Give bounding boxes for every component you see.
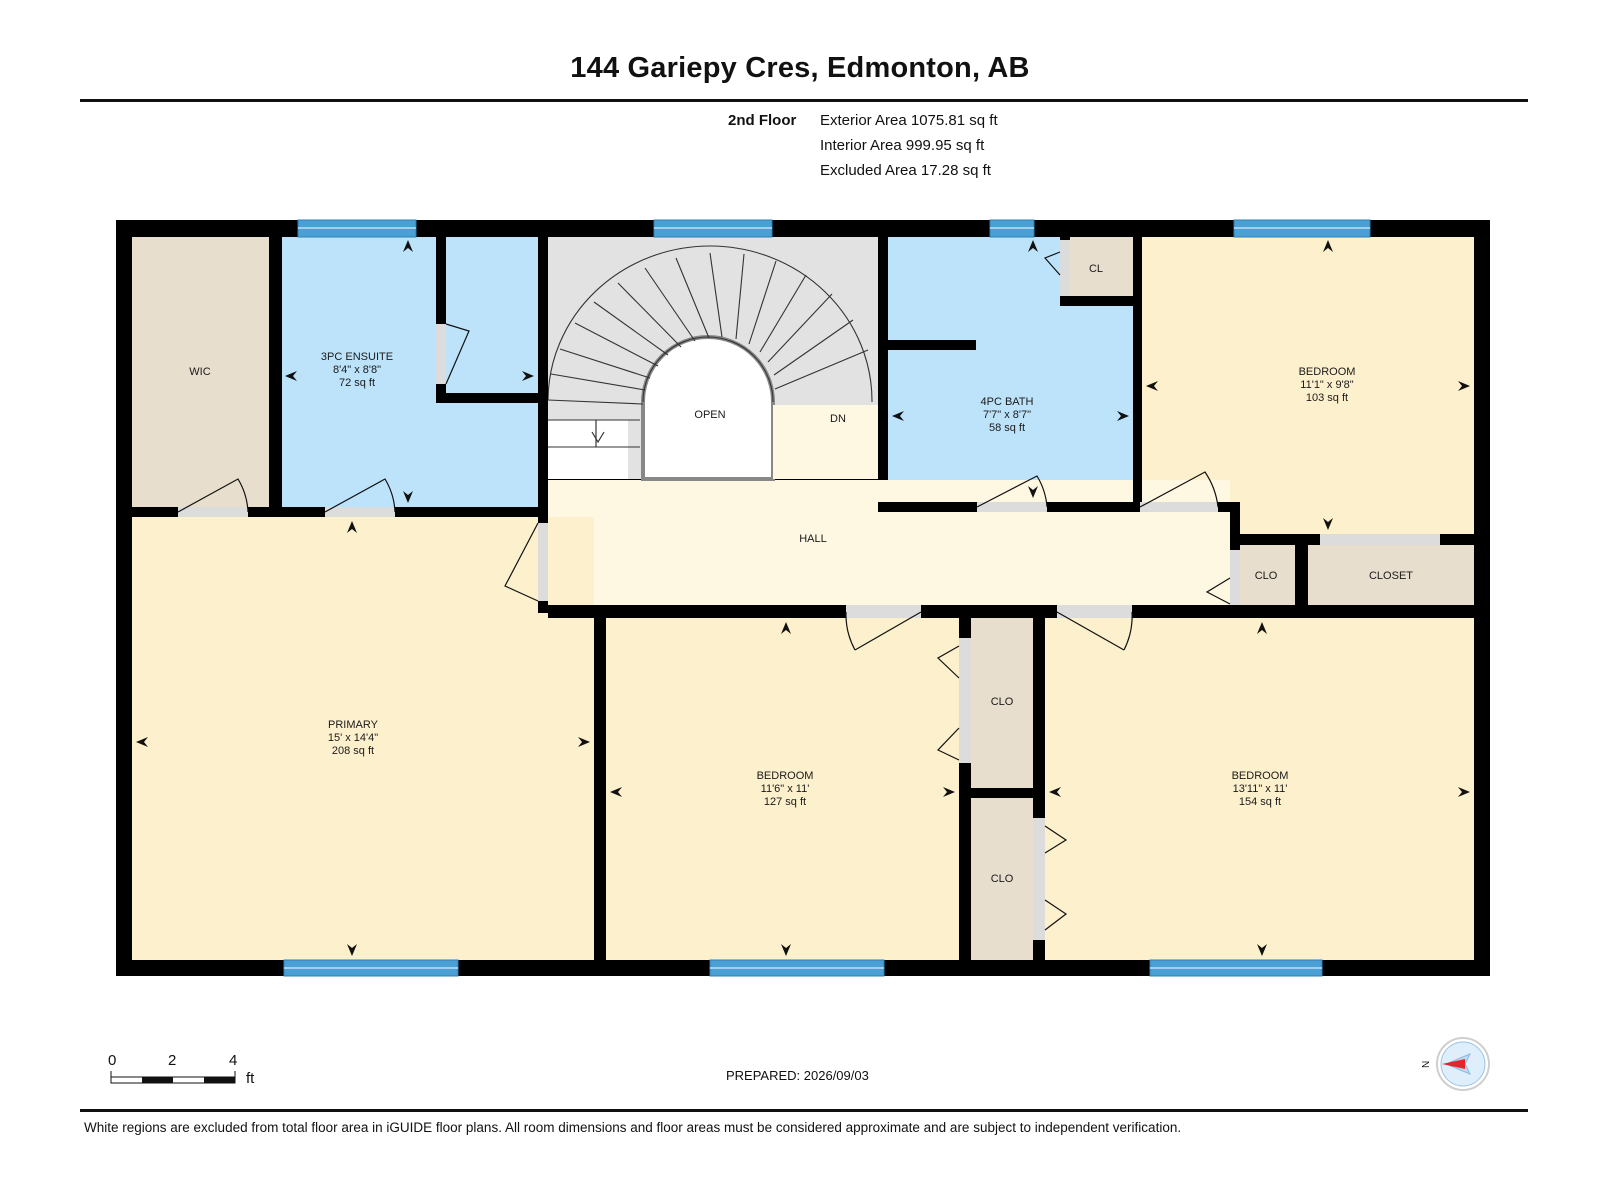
- label-bedroom-se: BEDROOM: [1232, 770, 1289, 782]
- stair-landing: [548, 420, 628, 479]
- scale-unit: ft: [246, 1070, 255, 1087]
- area-bedroom-ne: 103 sq ft: [1306, 392, 1348, 404]
- scale-tick-2: 2: [168, 1052, 177, 1069]
- label-wic: WIC: [189, 366, 210, 378]
- footer-divider: [80, 1109, 1528, 1112]
- compass-label: N: [1421, 1061, 1432, 1068]
- open-to-below: [641, 335, 775, 481]
- label-bedroom-mid: BEDROOM: [757, 770, 814, 782]
- room-hall: [548, 480, 1230, 605]
- spiral-stair: [547, 245, 873, 448]
- floor-label: 2nd Floor: [728, 112, 797, 129]
- interior-area: Interior Area 999.95 sq ft: [820, 137, 985, 154]
- interior-wall: [971, 788, 1033, 798]
- label-dn: DN: [830, 413, 846, 425]
- excluded-area: Excluded Area 17.28 sq ft: [820, 162, 991, 179]
- interior-wall: [1060, 296, 1133, 306]
- window-panes: [284, 227, 1370, 969]
- scale-tick-4: 4: [229, 1052, 238, 1069]
- label-closet: CLOSET: [1369, 570, 1413, 582]
- label-bath: 4PC BATH: [981, 396, 1034, 408]
- interior-wall: [1295, 545, 1308, 605]
- prepared-date: PREPARED: 2026/09/03: [726, 1068, 869, 1083]
- label-cl: CL: [1089, 263, 1103, 275]
- room-closet: [1308, 545, 1474, 605]
- label-clo-hall: CLO: [1255, 570, 1278, 582]
- label-primary: PRIMARY: [328, 719, 379, 731]
- header-divider: [80, 99, 1528, 102]
- scale-bar: [110, 1071, 236, 1084]
- label-hall: HALL: [799, 533, 827, 545]
- label-bedroom-ne: BEDROOM: [1299, 366, 1356, 378]
- area-bedroom-se: 154 sq ft: [1239, 796, 1281, 808]
- label-clo-lower: CLO: [991, 873, 1014, 885]
- interior-wall: [269, 237, 282, 507]
- dims-primary: 15' x 14'4": [328, 732, 378, 744]
- interior-wall: [436, 237, 446, 399]
- interior-wall: [594, 613, 606, 960]
- page-title: 144 Gariepy Cres, Edmonton, AB: [570, 52, 1030, 84]
- room-bedroom-se: [1045, 618, 1474, 960]
- dimension-arrows: [136, 240, 1470, 956]
- exterior-area: Exterior Area 1075.81 sq ft: [820, 112, 998, 129]
- door-swings: [177, 251, 1231, 931]
- dims-bath: 7'7" x 8'7": [983, 409, 1031, 421]
- dims-ensuite: 8'4" x 8'8": [333, 364, 381, 376]
- room-cl: [1070, 237, 1133, 296]
- compass: N: [1418, 1032, 1498, 1101]
- interior-wall: [878, 237, 888, 477]
- dims-bedroom-se: 13'11" x 11': [1233, 783, 1288, 795]
- scale-tick-0: 0: [108, 1052, 117, 1069]
- interior-wall: [548, 605, 1474, 618]
- label-clo-upper: CLO: [991, 696, 1014, 708]
- label-ensuite: 3PC ENSUITE: [321, 351, 393, 363]
- stair-down-arrow-icon: [591, 431, 605, 444]
- dims-bedroom-ne: 11'1" x 9'8": [1300, 379, 1353, 391]
- interior-wall: [1133, 237, 1142, 512]
- north-arrow-icon: N: [1421, 1037, 1490, 1091]
- door-thresholds: [178, 240, 1440, 940]
- interior-wall: [436, 393, 538, 403]
- room-clo-hall: [1240, 545, 1295, 605]
- interior-wall: [878, 340, 976, 350]
- area-bath: 58 sq ft: [989, 422, 1025, 434]
- room-clo-lower: [971, 798, 1033, 960]
- room-bedroom-mid: [606, 618, 959, 960]
- area-bedroom-mid: 127 sq ft: [764, 796, 806, 808]
- area-primary: 208 sq ft: [332, 745, 374, 757]
- interior-wall: [538, 237, 548, 479]
- area-ensuite: 72 sq ft: [339, 377, 375, 389]
- label-open: OPEN: [694, 409, 725, 421]
- disclaimer: White regions are excluded from total fl…: [84, 1120, 1182, 1135]
- dims-bedroom-mid: 11'6" x 11': [761, 783, 810, 795]
- room-wic: [132, 237, 269, 507]
- room-ensuite: [282, 237, 538, 507]
- stair-landing-top: [773, 405, 878, 479]
- room-clo-upper: [971, 618, 1033, 788]
